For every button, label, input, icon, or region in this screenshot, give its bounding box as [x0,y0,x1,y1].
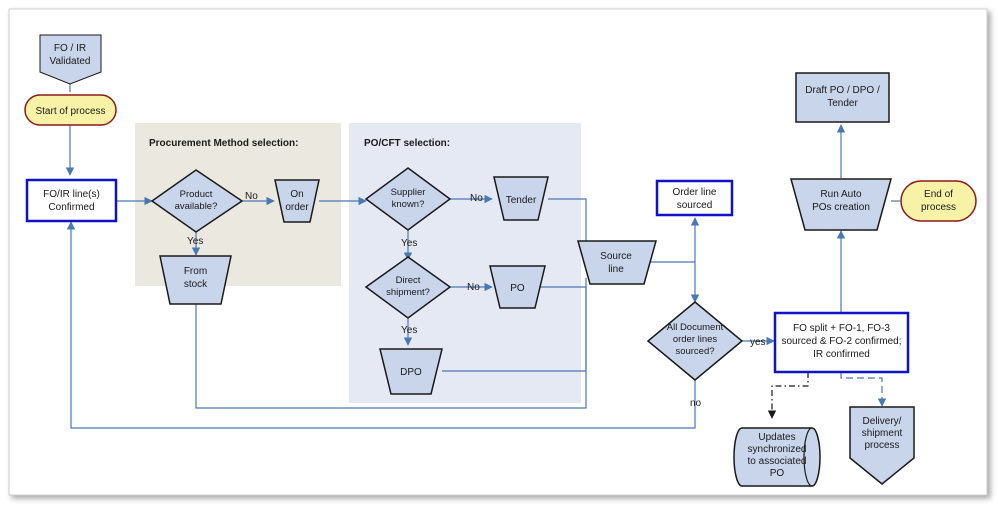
tender-node [493,176,549,221]
edge-alldoc-no-loop [66,221,696,429]
source-line-line2: line [608,264,624,275]
edge-label-product-no: No [245,191,258,202]
edge-label-supplier-no: No [470,193,483,204]
order-line-sourced-line2: sourced [677,200,713,211]
po-node [489,265,546,309]
updates-synchronized-edge [803,427,813,487]
direct-shipment-decision [364,256,452,319]
order-line-sourced-line1: Order line [673,187,717,198]
on-order-node [274,179,320,223]
supplier-known-decision [364,167,452,231]
delivery-shipment-line1: Delivery/ [863,416,902,427]
end-of-process-line2: process [921,202,956,213]
start-of-process-label: Start of process [35,106,105,117]
delivery-shipment-node [849,406,915,485]
draft-po-node [795,72,890,123]
draft-po-line2: Tender [827,98,858,109]
edge-label-all-no: no [690,398,702,409]
fo-ir-confirmed-node [25,178,118,223]
fo-ir-validated-line1: FO / IR [54,43,86,54]
updates-synchronized-line2: synchronized [748,444,807,455]
connectors [65,80,900,429]
edge-fosplit-updates [767,372,809,419]
fo-ir-confirmed-line1: FO/IR line(s) [43,189,100,200]
fo-split-line2: sourced & FO-2 confirmed; [781,336,901,347]
start-of-process-node [24,94,117,126]
edge-fromstock-source [195,287,587,409]
product-available-line1: Product [180,189,213,200]
from-stock-node [159,255,232,305]
po-cft-panel-title: PO/CFT selection: [364,138,450,149]
direct-shipment-line2: shipment? [386,287,430,298]
edge-fosplit-delivery [840,372,887,407]
fo-split-node [773,311,910,374]
supplier-known-line1: Supplier [391,187,426,198]
supplier-known-line2: known? [392,199,425,210]
run-auto-pos-line1: Run Auto [820,189,862,200]
delivery-shipment-line3: process [864,440,899,451]
delivery-shipment-line2: shipment [862,428,903,439]
fo-split-line3: IR confirmed [813,349,870,360]
all-document-line2: order lines [673,334,718,345]
on-order-line1: On [290,189,303,200]
edge-label-all-yes: yes [750,337,766,348]
draft-po-line1: Draft PO / DPO / [805,85,880,96]
run-auto-pos-node [790,178,892,231]
edge-label-product-yes: Yes [187,236,203,247]
tender-label: Tender [506,195,537,206]
edge-label-direct-no: No [467,282,480,293]
order-line-sourced-node [655,179,734,217]
end-of-process-line1: End of [924,189,953,200]
fo-ir-validated-node [39,34,102,85]
updates-synchronized-line1: Updates [758,432,795,443]
fo-split-line1: FO split + FO-1, FO-3 [793,323,890,334]
updates-synchronized-line3: to associated [748,456,807,467]
product-available-decision [150,169,244,233]
source-line-line1: Source [600,251,632,262]
product-available-line2: available? [175,201,218,212]
end-of-process-node [900,180,977,222]
updates-synchronized-line4: PO [770,468,785,479]
dpo-label: DPO [400,367,422,378]
dpo-node [379,348,443,395]
po-label: PO [510,283,525,294]
fo-ir-validated-line2: Validated [50,56,91,67]
from-stock-line2: stock [184,279,208,290]
edge-label-supplier-yes: Yes [401,238,417,249]
direct-shipment-line1: Direct [396,275,421,286]
source-line-node [577,240,657,285]
edge-tender-source [548,198,591,261]
all-document-decision [646,301,744,381]
procurement-panel-title: Procurement Method selection: [149,138,298,149]
fo-ir-confirmed-line2: Confirmed [48,202,94,213]
all-document-line3: sourced? [675,346,714,357]
edge-label-direct-yes: Yes [401,325,417,336]
from-stock-line1: From [184,266,207,277]
all-document-line1: All Document [667,322,724,333]
on-order-line2: order [285,202,309,213]
run-auto-pos-line2: POs creation [812,202,870,213]
